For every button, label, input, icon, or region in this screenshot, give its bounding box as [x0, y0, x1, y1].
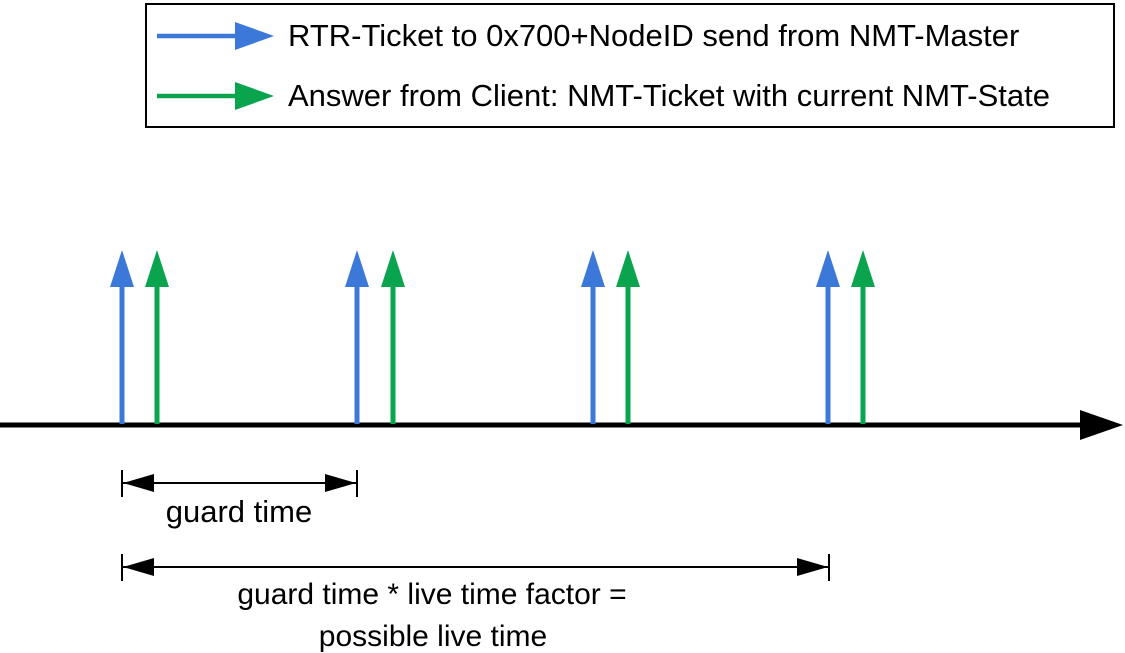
- legend-item-rtr: RTR-Ticket to 0x700+NodeID send from NMT…: [156, 6, 1113, 66]
- guard-time-label: guard time: [166, 494, 312, 529]
- live-time-left-arrowhead-icon: [123, 558, 154, 576]
- green-arrow-head: [235, 81, 274, 110]
- blue-right-arrow-icon: [157, 21, 274, 50]
- rtr-event-arrow: [816, 250, 840, 424]
- guard-time-annotation: guard time: [121, 470, 358, 529]
- rtr-event-arrow-head-icon: [345, 250, 369, 287]
- rtr-event-arrow-head-icon: [816, 250, 840, 287]
- event-arrows: [110, 250, 875, 424]
- answer-event-arrow-head-icon: [381, 250, 405, 287]
- live-time-label-line2: possible live time: [319, 620, 547, 653]
- live-time-label-line1: guard time * live time factor =: [237, 578, 626, 611]
- answer-event-arrow: [381, 250, 405, 424]
- legend-box: RTR-Ticket to 0x700+NodeID send from NMT…: [145, 3, 1115, 128]
- rtr-event-arrow: [110, 250, 134, 424]
- answer-event-arrow: [851, 250, 875, 424]
- rtr-event-arrow: [581, 250, 605, 424]
- rtr-event-arrow-head-icon: [581, 250, 605, 287]
- rtr-event-arrow: [345, 250, 369, 424]
- legend-label-answer: Answer from Client: NMT-Ticket with curr…: [288, 78, 1050, 113]
- guard-time-right-arrowhead-icon: [325, 474, 356, 492]
- answer-event-arrow: [616, 250, 640, 424]
- live-time-annotation: guard time * live time factor = possible…: [121, 554, 830, 653]
- blue-arrow-head: [235, 21, 274, 50]
- time-axis: [0, 410, 1123, 440]
- answer-event-arrow-head-icon: [851, 250, 875, 287]
- time-axis-arrowhead-icon: [1080, 410, 1123, 440]
- answer-event-arrow: [145, 250, 169, 424]
- live-time-right-arrowhead-icon: [797, 558, 828, 576]
- legend-item-answer: Answer from Client: NMT-Ticket with curr…: [156, 66, 1113, 126]
- answer-event-arrow-head-icon: [145, 250, 169, 287]
- guard-time-left-arrowhead-icon: [123, 474, 154, 492]
- answer-event-arrow-head-icon: [616, 250, 640, 287]
- green-right-arrow-icon: [157, 81, 274, 110]
- rtr-event-arrow-head-icon: [110, 250, 134, 287]
- legend-label-rtr: RTR-Ticket to 0x700+NodeID send from NMT…: [288, 18, 1020, 53]
